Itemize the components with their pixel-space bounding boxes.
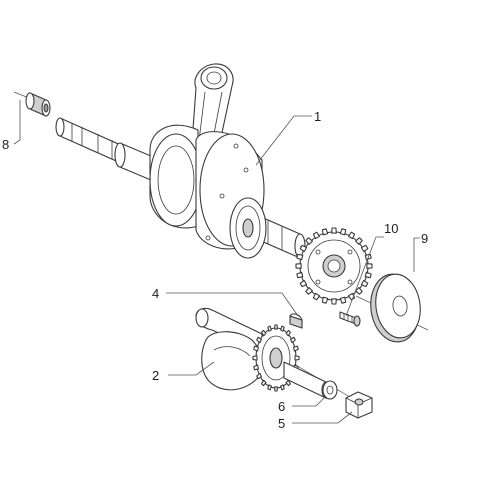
callout-1: 1: [314, 109, 321, 124]
gear-tooth: [256, 372, 262, 380]
leader-8: [13, 100, 21, 145]
gear-tooth: [295, 263, 302, 269]
gear-tooth: [285, 379, 291, 387]
gear-tooth: [312, 292, 321, 301]
gear-tooth: [280, 384, 285, 391]
gear-tooth: [305, 237, 313, 245]
gear-tooth: [294, 355, 300, 361]
callout-labels: 1 2 4 5 6 8 9 10: [2, 109, 428, 431]
gear-tooth: [274, 324, 278, 330]
gear-tooth: [290, 336, 296, 344]
part-2-balance-shaft: [195, 307, 373, 411]
gear-tooth: [305, 287, 313, 295]
gear-tooth: [331, 298, 337, 305]
gear-tooth: [267, 384, 272, 391]
gear-tooth: [267, 325, 272, 332]
gear-tooth: [296, 271, 304, 279]
gear-tooth: [256, 336, 262, 344]
gear-tooth: [261, 379, 267, 387]
gear-tooth: [253, 364, 259, 371]
gear-tooth: [293, 345, 299, 352]
gear-tooth: [339, 228, 347, 236]
callout-9: 9: [421, 231, 428, 246]
gear-tooth: [299, 279, 308, 288]
part-4-key: [289, 313, 303, 329]
gear-tooth: [253, 345, 259, 352]
gear-tooth: [355, 287, 363, 295]
gear-tooth: [261, 329, 267, 337]
callout-10: 10: [384, 221, 398, 236]
leader-lines: [13, 100, 420, 424]
gear-tooth: [364, 271, 372, 279]
part-5-nut: [345, 391, 373, 419]
leader-9: [413, 237, 420, 272]
part-1-crankshaft: [55, 63, 331, 263]
part-8-bushing: [13, 91, 51, 117]
gear-tooth: [360, 244, 369, 253]
gear-tooth: [347, 231, 356, 240]
callout-6: 6: [278, 399, 285, 414]
gear-tooth: [280, 325, 285, 332]
leader-2: [168, 361, 215, 376]
part-10-screw: [339, 311, 361, 327]
gear-tooth: [252, 355, 258, 361]
gear-tooth: [366, 263, 373, 269]
gear-tooth: [339, 296, 347, 304]
leader-5: [292, 411, 353, 424]
gear-tooth: [331, 227, 337, 234]
gear-tooth: [274, 386, 278, 392]
gear-tooth: [312, 231, 321, 240]
gear-tooth: [285, 329, 291, 337]
part-9-washer: [355, 273, 429, 343]
leader-10: [345, 236, 384, 317]
crank-gear: [229, 197, 267, 259]
gear-tooth: [296, 253, 304, 261]
callout-4: 4: [152, 286, 159, 301]
leader-4: [166, 292, 299, 317]
part-6-washer: [322, 380, 338, 400]
gear-tooth: [299, 244, 308, 253]
gear-tooth: [321, 296, 329, 304]
gear-tooth: [321, 228, 329, 236]
callout-8: 8: [2, 137, 9, 152]
callout-2: 2: [152, 368, 159, 383]
gear-tooth: [360, 279, 369, 288]
gear-tooth: [355, 237, 363, 245]
callout-5: 5: [278, 416, 285, 431]
leader-6: [292, 395, 327, 407]
timing-sprocket: [295, 227, 373, 305]
leader-1: [255, 115, 312, 166]
